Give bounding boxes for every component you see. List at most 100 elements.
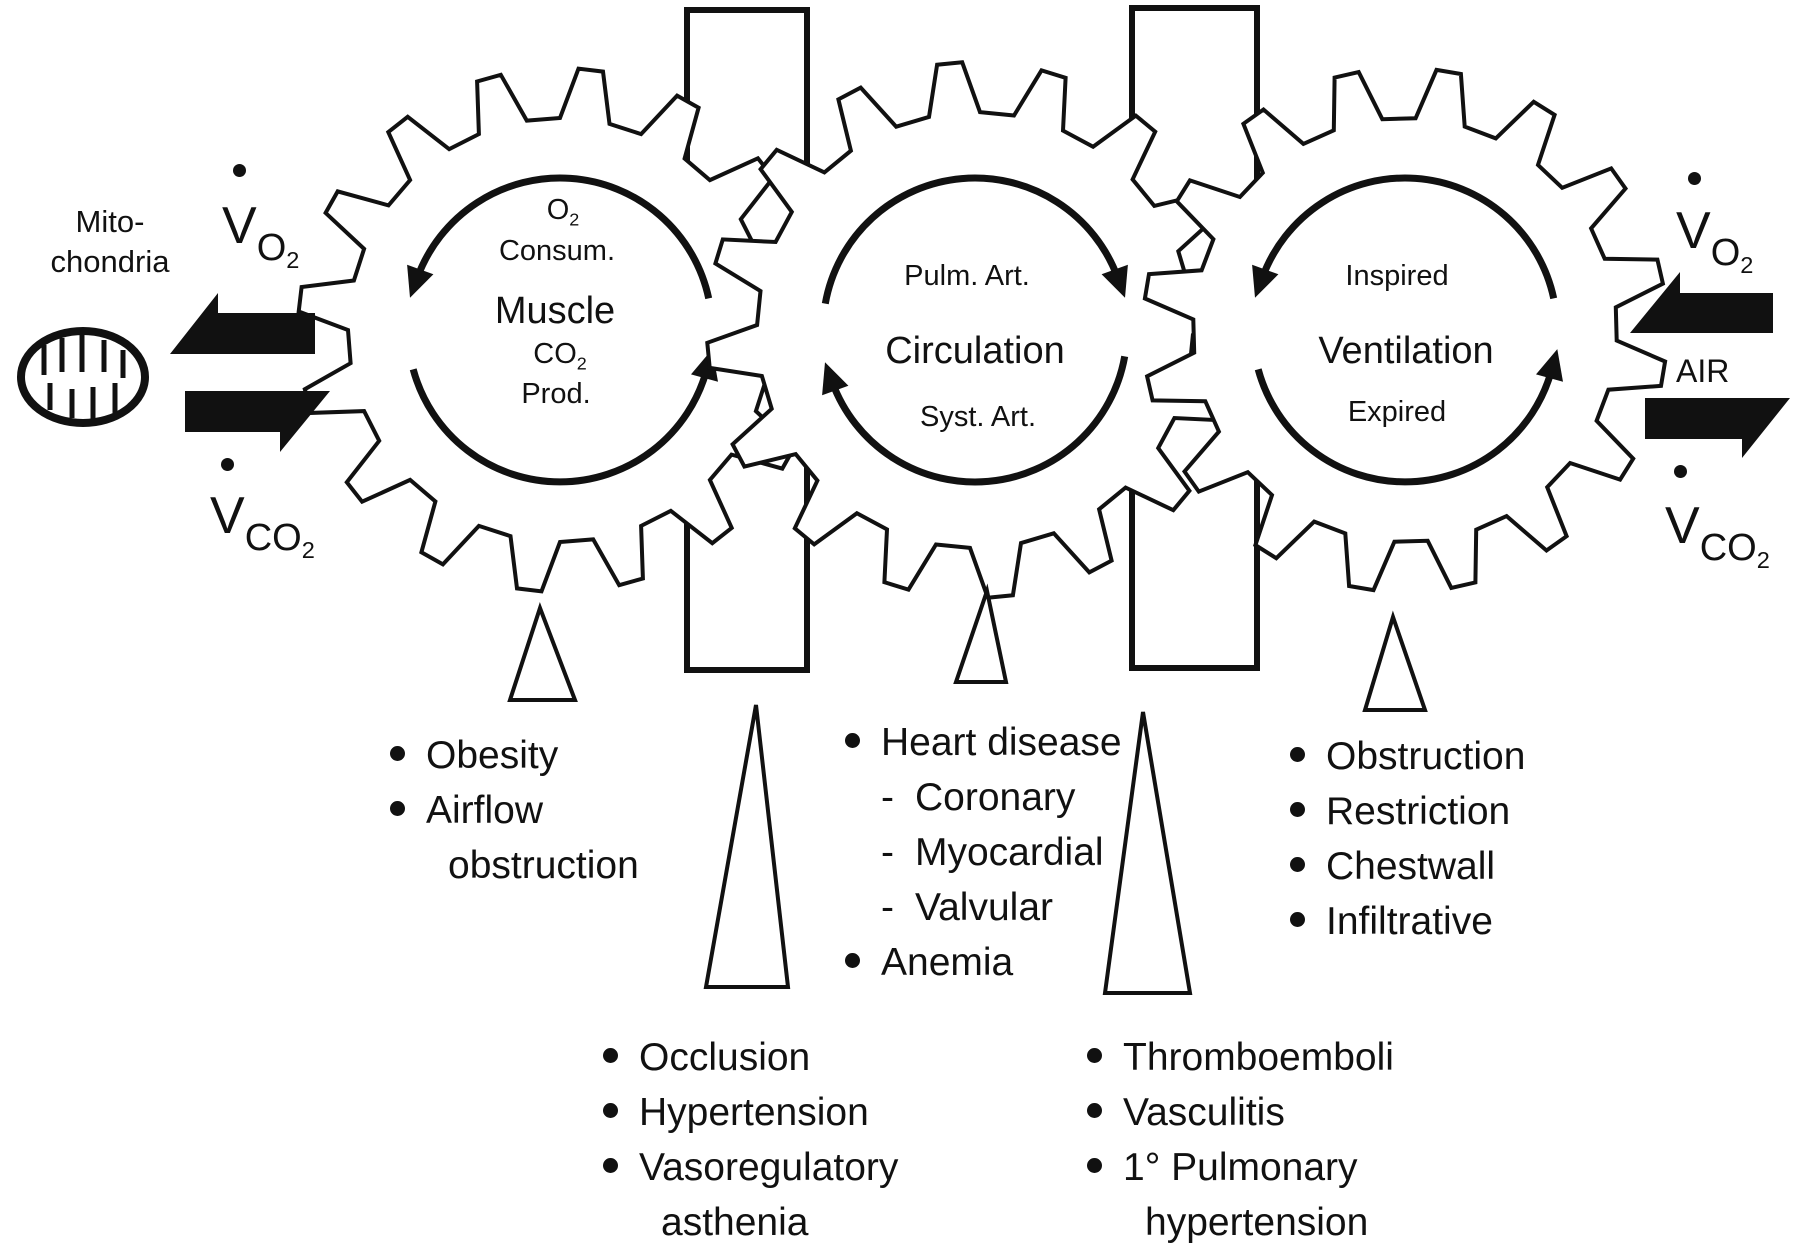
- vo2-subscript: O: [1710, 232, 1741, 275]
- vo2-symbol: V: [222, 197, 257, 255]
- disorder-item: Obesity: [390, 728, 639, 783]
- disorder-item: 1° Pulmonary: [1087, 1140, 1394, 1195]
- ventilation-upper-rotation-arc: [1258, 174, 1558, 300]
- muscle-title: Muscle: [494, 290, 616, 332]
- muscle-production-label: Prod.: [521, 378, 591, 410]
- vo2-label-left: VO2: [222, 200, 299, 273]
- disorder-text: Chestwall: [1326, 845, 1496, 888]
- disorder-item: Restriction: [1290, 784, 1525, 839]
- mitochondria-label-line1: Mito-: [75, 204, 145, 239]
- circulation-pointer-triangle: [953, 583, 1009, 684]
- vo2-dot-left: [233, 164, 246, 177]
- ventilation-gear: [1142, 67, 1668, 593]
- disorder-text: Airflow: [426, 789, 544, 832]
- mitochondria-label: Mito- chondria: [40, 202, 180, 282]
- disorder-text: Occlusion: [639, 1036, 811, 1079]
- muscle-pointer-triangle: [507, 601, 578, 702]
- circulation-lower-rotation-arc: [828, 355, 1129, 486]
- vco2-subscript: CO: [244, 517, 302, 560]
- vco2-label-left: VCO2: [210, 490, 315, 563]
- peripheral-vessel-triangle: [703, 704, 791, 989]
- vco2-outflow-arrow-right: [1645, 398, 1790, 458]
- dash-marker: -: [881, 776, 894, 819]
- muscle-co2-label: CO2: [533, 338, 587, 374]
- circulation-arrowhead-icon: [1101, 264, 1128, 298]
- vo2-subscript: O: [256, 227, 287, 270]
- ventilation-title: Ventilation: [1318, 330, 1494, 372]
- vco2-subscript-num: 2: [1756, 547, 1770, 574]
- ventilation-arrowhead-icon: [1536, 349, 1563, 382]
- mitochondrion-icon: [17, 327, 149, 427]
- disorder-item: Airflow: [390, 783, 639, 838]
- disorder-item: Thromboemboli: [1087, 1030, 1394, 1085]
- disorder-text: Valvular: [915, 886, 1054, 929]
- disorder-item: hypertension: [1087, 1195, 1394, 1250]
- disorder-item: asthenia: [603, 1195, 898, 1250]
- ventilation-arrowhead-icon: [1252, 264, 1279, 298]
- disorder-text: Myocardial: [915, 831, 1104, 874]
- vo2-inflow-arrow-right: [1630, 272, 1773, 333]
- disorder-text: Heart disease: [881, 721, 1122, 764]
- disorder-text: asthenia: [661, 1201, 809, 1244]
- disorder-item: Occlusion: [603, 1030, 898, 1085]
- o2-symbol: O: [546, 194, 570, 226]
- ventilation-lower-rotation-arc: [1254, 368, 1556, 486]
- disorder-text: Restriction: [1326, 790, 1511, 833]
- vo2-subscript-num: 2: [1740, 252, 1754, 279]
- disorder-item: Infiltrative: [1290, 894, 1525, 949]
- disorder-text: hypertension: [1145, 1201, 1369, 1244]
- vo2-inflow-arrow-left: [170, 293, 315, 354]
- vo2-symbol: V: [1676, 202, 1711, 260]
- vco2-dot-left: [221, 458, 234, 471]
- ventilation-pointer-triangle: [1362, 610, 1428, 712]
- vco2-dot-right: [1674, 465, 1687, 478]
- circulation-systemic-artery-label: Syst. Art.: [919, 401, 1037, 433]
- muscle-gear-outline: [296, 66, 824, 594]
- disorder-item: -Myocardial: [845, 825, 1122, 880]
- disorder-item: Vasoregulatory: [603, 1140, 898, 1195]
- disorder-item: -Valvular: [845, 880, 1122, 935]
- circulation-arrowhead-icon: [822, 362, 849, 396]
- circulation-upper-rotation-arc: [821, 174, 1122, 305]
- disorder-item: Obstruction: [1290, 729, 1525, 784]
- vo2-subscript-num: 2: [286, 247, 300, 274]
- muscle-upper-rotation-arc: [413, 174, 713, 300]
- muscle-arrowhead-icon: [407, 264, 434, 298]
- pulmonary-vessel-triangle: [1102, 711, 1193, 995]
- co2-symbol: CO: [533, 338, 577, 370]
- vco2-symbol: V: [1665, 497, 1700, 555]
- disorder-text: Infiltrative: [1326, 900, 1493, 943]
- muscle-consumption-label: Consum.: [498, 235, 616, 267]
- disorder-text: Vasculitis: [1123, 1091, 1285, 1134]
- ventilation-expired-label: Expired: [1347, 396, 1447, 428]
- vco2-symbol: V: [210, 487, 245, 545]
- muscle-lower-rotation-arc: [409, 368, 711, 486]
- dash-marker: -: [881, 831, 894, 874]
- circulation-title: Circulation: [885, 330, 1065, 372]
- ventilation-inspired-label: Inspired: [1345, 260, 1449, 292]
- disorder-text: Obstruction: [1326, 735, 1526, 778]
- disorder-item: Chestwall: [1290, 839, 1525, 894]
- co2-subscript: 2: [576, 353, 587, 374]
- disorder-item: Anemia: [845, 935, 1122, 990]
- muscle-gear: [296, 66, 824, 594]
- dash-marker: -: [881, 886, 894, 929]
- vco2-label-right: VCO2: [1665, 500, 1770, 573]
- circulation-gear-outline: [705, 60, 1245, 600]
- disorder-text: obstruction: [448, 844, 639, 887]
- circulation-pulmonary-artery-label: Pulm. Art.: [904, 260, 1030, 292]
- disorder-item: Heart disease: [845, 715, 1122, 770]
- disorder-text: Coronary: [915, 776, 1076, 819]
- mitochondria-label-line2: chondria: [50, 244, 170, 279]
- vco2-subscript-num: 2: [301, 537, 315, 564]
- disorder-text: Thromboemboli: [1123, 1036, 1394, 1079]
- disorder-text: 1° Pulmonary: [1123, 1146, 1358, 1189]
- disorder-text: Obesity: [426, 734, 559, 777]
- vco2-subscript: CO: [1699, 527, 1757, 570]
- o2-subscript: 2: [569, 209, 580, 230]
